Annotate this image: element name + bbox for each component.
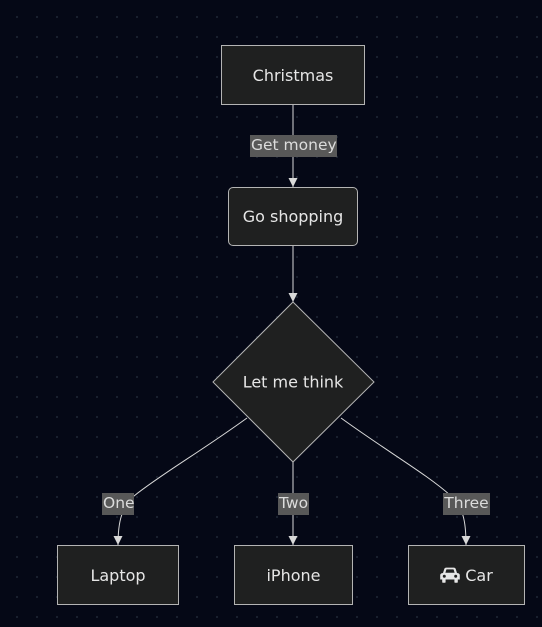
edge-label-two: Two [278, 493, 309, 515]
car-icon [440, 567, 461, 583]
node-laptop-label: Laptop [90, 565, 146, 585]
node-iphone-label: iPhone [266, 565, 321, 585]
edge-label-one: One [102, 493, 135, 515]
edge-label-get-money: Get money [250, 135, 337, 157]
edge-label-three: Three [443, 493, 490, 515]
node-go-shopping[interactable]: Go shopping [228, 187, 358, 246]
node-decision-label: Let me think [242, 372, 344, 392]
edge-decision-to-car [340, 417, 471, 546]
node-iphone[interactable]: iPhone [234, 545, 353, 605]
node-laptop[interactable]: Laptop [57, 545, 179, 605]
node-car-label: Car [465, 565, 493, 585]
node-christmas[interactable]: Christmas [221, 45, 365, 105]
edge-decision-to-laptop [113, 417, 248, 546]
node-christmas-label: Christmas [252, 65, 334, 85]
node-car[interactable]: Car [408, 545, 525, 605]
node-go-shopping-label: Go shopping [242, 207, 344, 226]
